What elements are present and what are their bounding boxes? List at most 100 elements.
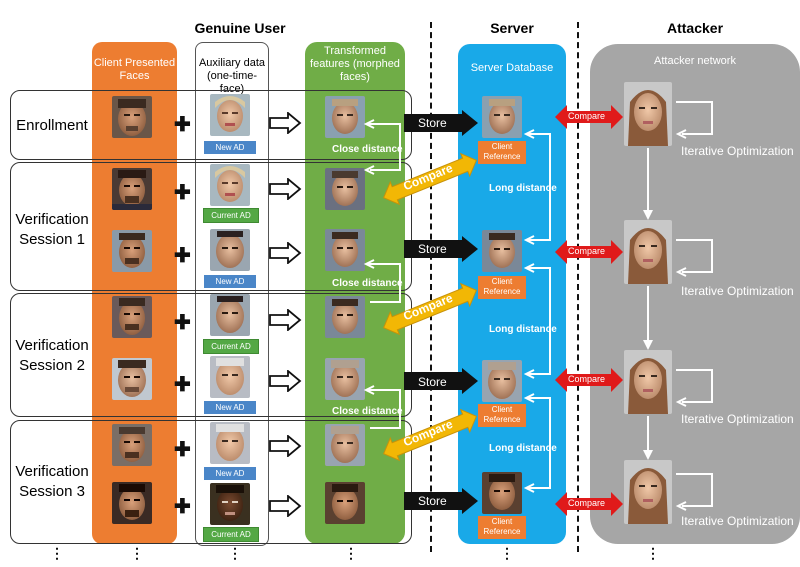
client-faces-title: Client Presented Faces: [93, 57, 176, 82]
continuation-dots: ⋮: [50, 545, 64, 561]
plus-icon: ✚: [174, 439, 191, 461]
store-label: Store: [418, 494, 447, 508]
iterative-loop-icon: [675, 369, 713, 407]
long-distance-label: Long distance: [489, 443, 557, 454]
store-label: Store: [418, 116, 447, 130]
close-distance-bracket: [363, 385, 401, 429]
plus-icon: ✚: [174, 312, 191, 334]
continuation-dots: ⋮: [228, 545, 242, 561]
close-distance-label: Close distance: [332, 406, 403, 417]
compare-arrow-yellow: [382, 152, 478, 206]
server-face-1: [482, 96, 522, 138]
server-face-3: [482, 360, 522, 402]
hollow-arrow-icon: [269, 495, 302, 517]
header-genuine-user: Genuine User: [194, 20, 286, 36]
client-face-s2a: [112, 296, 152, 338]
header-server: Server: [490, 20, 534, 36]
hollow-arrow-icon: [269, 435, 302, 457]
down-arrow-icon: [643, 286, 653, 350]
separator-server-attacker: [577, 22, 579, 552]
continuation-dots: ⋮: [344, 545, 358, 561]
aux-face-s3b: [210, 483, 250, 525]
client-face-s3b: [112, 482, 152, 524]
row-label-enrollment: Enrollment: [16, 117, 88, 134]
compare-label-red: Compare: [568, 246, 606, 256]
aux-face-s2a: [210, 294, 250, 336]
tag-new-ad: New AD: [204, 275, 256, 288]
iterative-optimization-label: Iterative Optimization: [681, 284, 794, 298]
tag-current-ad: Current AD: [203, 339, 259, 354]
attacker-face-1: [624, 82, 672, 146]
aux-face-s1b: [210, 229, 250, 271]
long-distance-bracket: [523, 393, 551, 493]
compare-arrow-red: [555, 105, 623, 129]
continuation-dots: ⋮: [500, 545, 514, 561]
hollow-arrow-icon: [269, 178, 302, 200]
morphed-face-s1b: [325, 229, 365, 271]
tag-client-reference: Client Reference: [478, 276, 526, 299]
plus-icon: ✚: [174, 182, 191, 204]
aux-face-s1a: [210, 164, 250, 206]
compare-label-red: Compare: [568, 498, 606, 508]
tag-current-ad: Current AD: [203, 208, 259, 223]
tag-client-reference: Client Reference: [478, 141, 526, 164]
morphed-face-enrollment: [325, 96, 365, 138]
header-attacker: Attacker: [666, 20, 724, 36]
store-arrow: [404, 236, 478, 262]
down-arrow-icon: [643, 148, 653, 220]
aux-face-s2b: [210, 356, 250, 398]
plus-icon: ✚: [174, 496, 191, 518]
client-face-s3a: [112, 424, 152, 466]
morphed-face-s1a: [325, 168, 365, 210]
long-distance-label: Long distance: [489, 324, 557, 335]
morphed-face-s3b: [325, 482, 365, 524]
compare-label-red: Compare: [568, 374, 606, 384]
hollow-arrow-icon: [269, 112, 302, 134]
hollow-arrow-icon: [269, 370, 302, 392]
store-label: Store: [418, 242, 447, 256]
store-arrow: [404, 110, 478, 136]
server-face-4: [482, 472, 522, 514]
long-distance-bracket: [523, 129, 551, 245]
tag-client-reference: Client Reference: [478, 516, 526, 539]
tag-new-ad: New AD: [204, 467, 256, 480]
iterative-loop-icon: [675, 473, 713, 511]
compare-arrow-red: [555, 368, 623, 392]
iterative-optimization-label: Iterative Optimization: [681, 514, 794, 528]
separator-user-server: [430, 22, 432, 552]
close-distance-label: Close distance: [332, 144, 403, 155]
aux-face-enrollment: [210, 94, 250, 136]
hollow-arrow-icon: [269, 309, 302, 331]
tag-new-ad: New AD: [204, 401, 256, 414]
attacker-face-4: [624, 460, 672, 524]
long-distance-bracket: [523, 263, 551, 379]
tag-current-ad: Current AD: [203, 527, 259, 542]
attacker-face-3: [624, 350, 672, 414]
tag-new-ad: New AD: [204, 141, 256, 154]
plus-icon: ✚: [174, 374, 191, 396]
server-database-title: Server Database: [470, 62, 554, 74]
down-arrow-icon: [643, 416, 653, 460]
client-face-s2b: [112, 358, 152, 400]
continuation-dots: ⋮: [646, 545, 660, 561]
client-face-s1a: [112, 168, 152, 210]
morphed-face-s2a: [325, 296, 365, 338]
row-session-3: [10, 420, 412, 544]
close-distance-bracket: [363, 259, 401, 303]
hollow-arrow-icon: [269, 242, 302, 264]
aux-face-s3a: [210, 422, 250, 464]
iterative-optimization-label: Iterative Optimization: [681, 144, 794, 158]
close-distance-label: Close distance: [332, 278, 403, 289]
compare-arrow-red: [555, 240, 623, 264]
plus-icon: ✚: [174, 114, 191, 136]
store-arrow: [404, 368, 478, 394]
iterative-optimization-label: Iterative Optimization: [681, 412, 794, 426]
row-label-session-1: Verification Session 1: [15, 211, 89, 248]
compare-arrow-red: [555, 492, 623, 516]
attacker-face-2: [624, 220, 672, 284]
attacker-network-title: Attacker network: [654, 55, 736, 67]
compare-arrow-yellow: [382, 282, 478, 336]
plus-icon: ✚: [174, 245, 191, 267]
transformed-title: Transformed features (morphed faces): [310, 45, 400, 83]
client-face-enrollment: [112, 96, 152, 138]
